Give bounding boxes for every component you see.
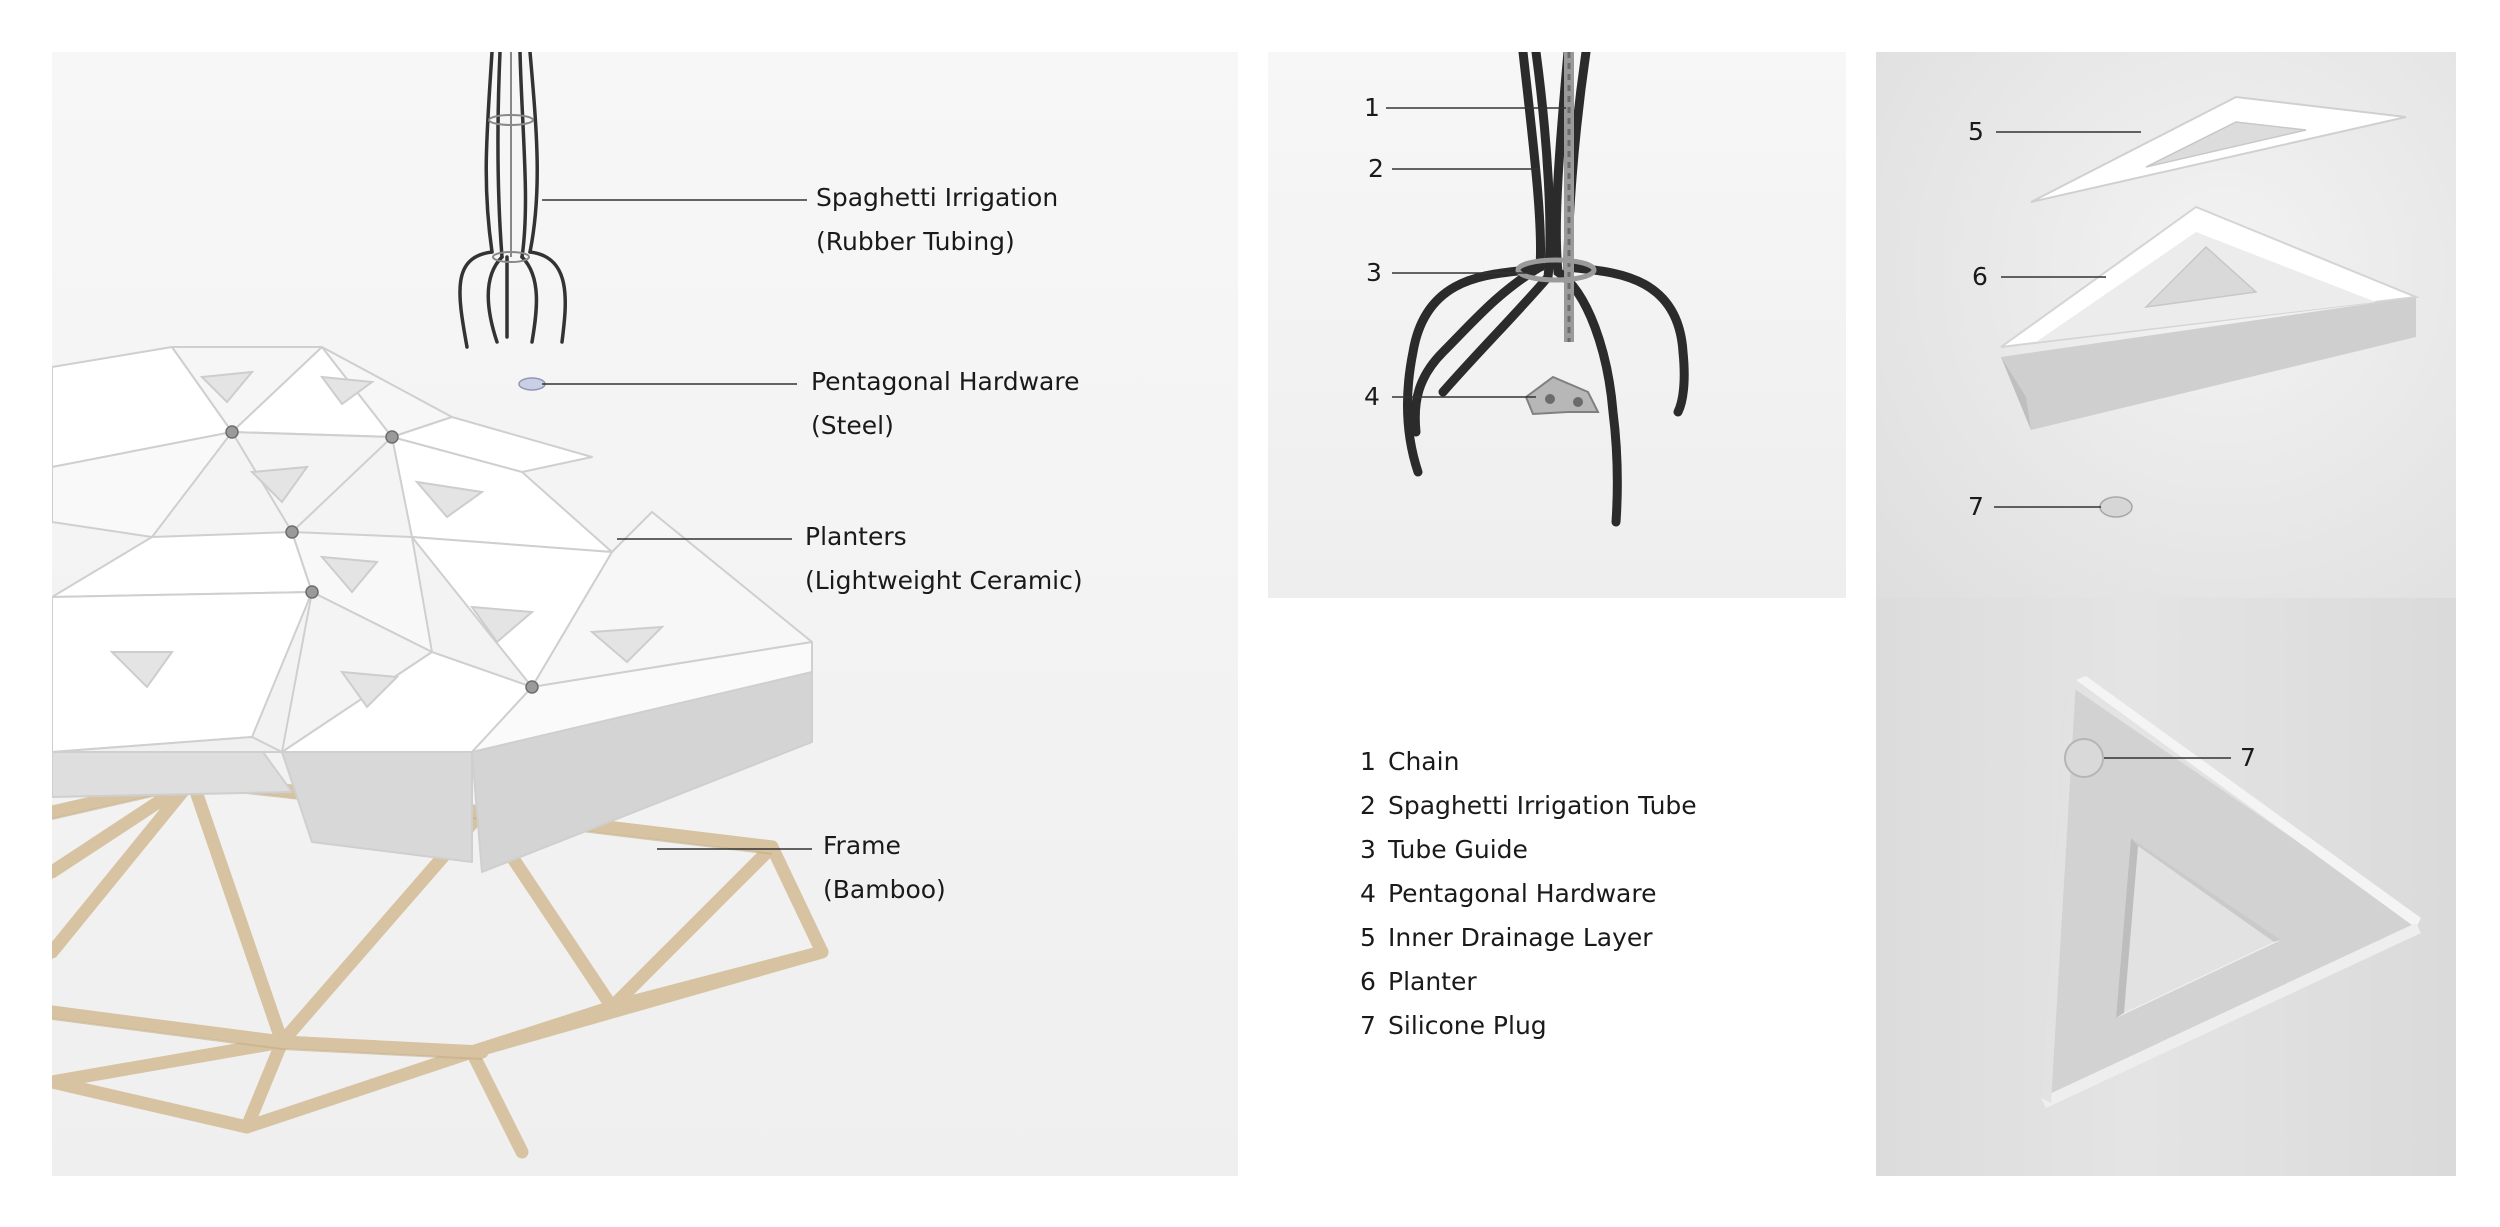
callout-3: 3: [1366, 258, 1382, 288]
label-pentagonal-hardware: Pentagonal Hardware (Steel): [811, 360, 1079, 448]
planter-drawing: [2001, 207, 2416, 430]
legend-label: Chain: [1388, 747, 1459, 776]
legend-number: 3: [1360, 828, 1388, 872]
chain-drawing: [1564, 52, 1574, 342]
label-frame: Frame (Bamboo): [823, 824, 946, 912]
label-spaghetti-irrigation: Spaghetti Irrigation (Rubber Tubing): [816, 176, 1058, 264]
label-subtitle: (Steel): [811, 404, 1079, 448]
legend-number: 7: [1360, 1004, 1388, 1048]
hanging-detail-illustration: [1268, 52, 1846, 598]
planter-bottom-drawing: [2041, 676, 2421, 1108]
label-subtitle: (Bamboo): [823, 868, 946, 912]
legend-label: Inner Drainage Layer: [1388, 923, 1653, 952]
plug-detail-panel: 7: [1876, 598, 2456, 1176]
pentagonal-hardware-drawing: [1526, 377, 1598, 414]
callout-5: 5: [1968, 117, 1984, 147]
label-title: Planters: [805, 515, 1083, 559]
planter-layers-illustration: [1876, 52, 2456, 598]
label-subtitle: (Lightweight Ceramic): [805, 559, 1083, 603]
legend-number: 2: [1360, 784, 1388, 828]
callout-7-plug: 7: [2240, 743, 2256, 773]
silicone-plug-drawing: [2100, 497, 2132, 517]
label-title: Pentagonal Hardware: [811, 360, 1079, 404]
plug-detail-illustration: [1876, 598, 2456, 1176]
legend-number: 4: [1360, 872, 1388, 916]
legend-label: Silicone Plug: [1388, 1011, 1547, 1040]
hanging-detail-panel: 1 2 3 4: [1268, 52, 1846, 598]
pentagonal-hardware-piece: [519, 378, 545, 390]
exploded-assembly-illustration: [52, 52, 1238, 1176]
callout-6: 6: [1972, 262, 1988, 292]
label-planters: Planters (Lightweight Ceramic): [805, 515, 1083, 603]
legend-number: 1: [1360, 740, 1388, 784]
legend-label: Pentagonal Hardware: [1388, 879, 1656, 908]
exploded-assembly-panel: Spaghetti Irrigation (Rubber Tubing) Pen…: [52, 52, 1238, 1176]
callout-2: 2: [1368, 154, 1384, 184]
legend-number: 6: [1360, 960, 1388, 1004]
legend-label: Tube Guide: [1388, 835, 1528, 864]
inner-drainage-layer-drawing: [2031, 97, 2406, 202]
callout-1: 1: [1364, 93, 1380, 123]
legend-label: Spaghetti Irrigation Tube: [1388, 791, 1697, 820]
silicone-plug-circle: [2065, 739, 2103, 777]
legend-number: 5: [1360, 916, 1388, 960]
label-title: Spaghetti Irrigation: [816, 176, 1058, 220]
label-title: Frame: [823, 824, 946, 868]
label-subtitle: (Rubber Tubing): [816, 220, 1058, 264]
planter-array-drawing: [52, 347, 812, 872]
legend-label: Planter: [1388, 967, 1477, 996]
callout-4: 4: [1364, 382, 1380, 412]
planter-layers-panel: 5 6 7: [1876, 52, 2456, 598]
callout-7: 7: [1968, 492, 1984, 522]
